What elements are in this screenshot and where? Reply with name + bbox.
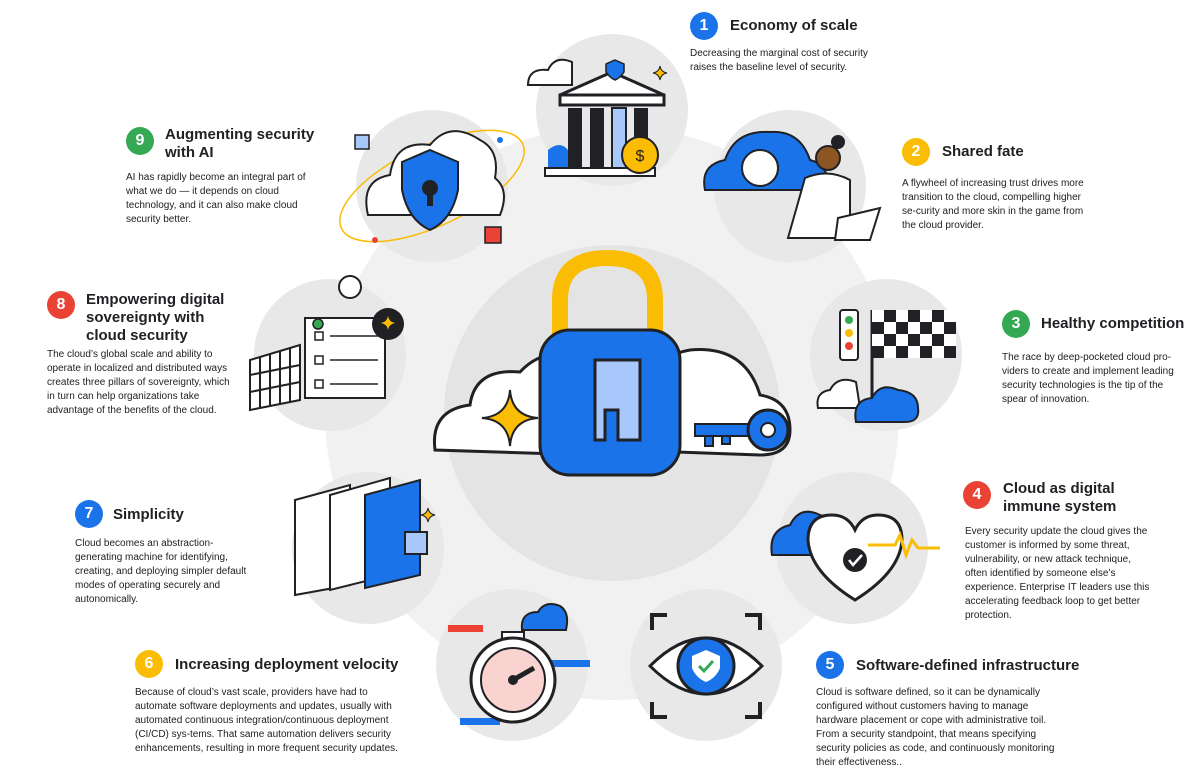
flag-square: [872, 334, 884, 346]
item-4-badge: 4: [963, 481, 991, 509]
eye-shield-icon: [647, 613, 765, 719]
heart-pulse-icon: [770, 510, 940, 602]
flag-square: [932, 346, 944, 358]
item-3-title: Healthy competition: [1041, 315, 1185, 332]
checkered-flag-icon: [816, 309, 956, 423]
flag-square: [884, 322, 896, 334]
flag-square: [944, 334, 956, 346]
item-2-badge: 2: [902, 138, 930, 166]
item-6-description: Because of cloud’s vast scale, providers…: [135, 687, 398, 754]
item-3-badge: 3: [1002, 310, 1030, 338]
item-5-badge: 5: [816, 651, 844, 679]
flag-square: [944, 310, 956, 322]
flag-square: [884, 346, 896, 358]
item-8-title: Empowering digital sovereignty with clou…: [86, 291, 225, 344]
svg-text:$: $: [636, 148, 645, 165]
flag-square: [896, 310, 908, 322]
item-5-description: Cloud is software defined, so it can be …: [816, 687, 1055, 768]
item-7-badge: 7: [75, 500, 103, 528]
item-7-description: Cloud becomes an abstraction-generating …: [75, 538, 247, 605]
flag-square: [872, 310, 884, 322]
item-4-title: Cloud as digital immune system: [1003, 480, 1117, 515]
item-9-description: AI has rapidly become an integral part o…: [126, 172, 306, 225]
person-laptop-icon: [703, 130, 882, 241]
item-5-title: Software-defined infrastructure: [856, 657, 1080, 674]
item-3-description: The race by deep-pocketed cloud pro-vide…: [1002, 352, 1174, 405]
item-9-badge: 9: [126, 127, 154, 155]
cloud-shield-icon: [339, 129, 525, 244]
item-4-description: Every security update the cloud gives th…: [965, 526, 1150, 621]
flag-square: [920, 334, 932, 346]
bank-icon: $: [526, 58, 668, 177]
server-globe-icon: [249, 275, 404, 412]
item-2-description: A flywheel of increasing trust drives mo…: [902, 178, 1084, 231]
flag-square: [920, 310, 932, 322]
item-1-badge: 1: [690, 12, 718, 40]
flag-square: [908, 346, 920, 358]
item-1-title: Economy of scale: [730, 17, 858, 34]
flag-square: [896, 334, 908, 346]
stopwatch-icon: [448, 603, 590, 725]
cloud-padlock-icon: [432, 249, 792, 477]
item-8-description: The cloud’s global scale and ability to …: [47, 349, 230, 416]
item-8-badge: 8: [47, 291, 75, 319]
item-6-badge: 6: [135, 650, 163, 678]
item-6-title: Increasing deployment velocity: [175, 656, 399, 673]
flag-square: [908, 322, 920, 334]
flag-square: [932, 322, 944, 334]
item-7-title: Simplicity: [113, 506, 184, 523]
item-9-title: Augmenting security with AI: [165, 126, 315, 161]
item-1-description: Decreasing the marginal cost of security…: [690, 48, 868, 73]
layers-icon: [294, 476, 436, 597]
item-2-title: Shared fate: [942, 143, 1024, 160]
